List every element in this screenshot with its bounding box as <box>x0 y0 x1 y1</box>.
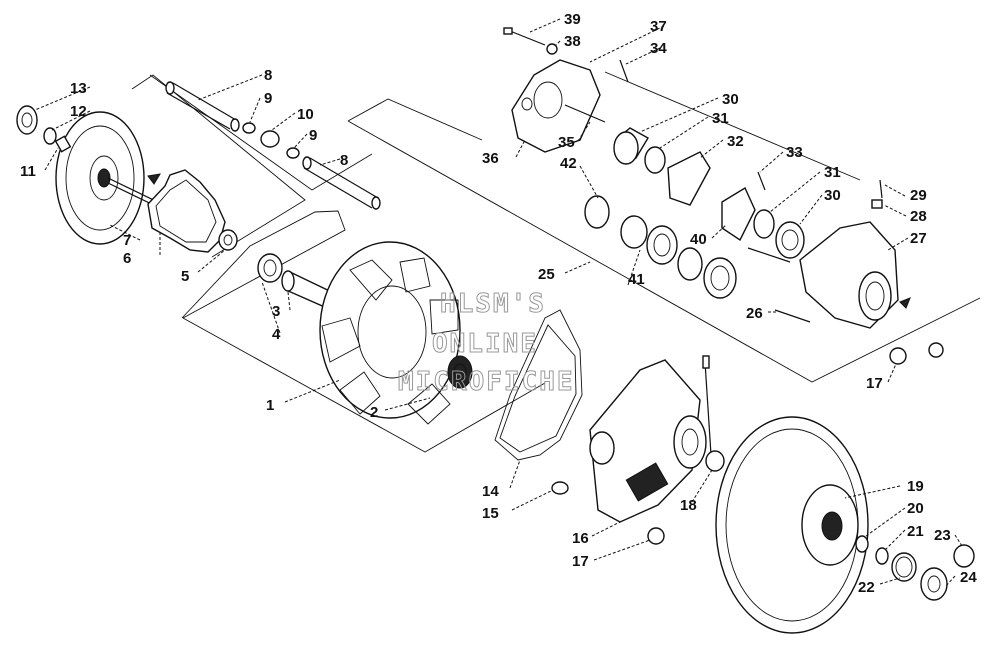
callout-31b: 31 <box>824 164 841 181</box>
bearing-30-upper <box>613 127 649 165</box>
callout-16: 16 <box>572 530 589 547</box>
spring-22 <box>891 552 917 582</box>
callout-40: 40 <box>690 231 707 248</box>
callout-33: 33 <box>786 144 803 161</box>
bearing-30-lower <box>775 221 805 259</box>
callout-4: 4 <box>272 326 281 343</box>
callout-6: 6 <box>123 250 131 267</box>
callout-37: 37 <box>650 18 667 35</box>
watermark-line-3: MICROFICHE <box>398 367 575 397</box>
ring-31-upper <box>644 146 666 174</box>
nut-5 <box>218 229 238 251</box>
bolt-11 <box>54 135 72 153</box>
callout-22: 22 <box>858 579 875 596</box>
cap-24 <box>920 567 948 601</box>
ring-31-lower <box>753 209 775 239</box>
callout-3: 3 <box>272 303 280 320</box>
callout-17b: 17 <box>866 375 883 392</box>
nut-17-lower <box>647 527 665 545</box>
bearing-41-set <box>620 215 737 299</box>
fitting-28 <box>871 199 883 209</box>
snap-ring-42 <box>584 195 610 229</box>
callout-14: 14 <box>482 483 499 500</box>
cap-13 <box>16 105 38 135</box>
o-ring-18 <box>705 450 725 472</box>
callout-13: 13 <box>70 80 87 97</box>
callout-17a: 17 <box>572 553 589 570</box>
callout-39: 39 <box>564 11 581 28</box>
roller-10 <box>260 130 280 148</box>
callout-25: 25 <box>538 266 555 283</box>
callout-1: 1 <box>266 397 274 414</box>
driven-sheave-19 <box>715 416 869 634</box>
callout-10: 10 <box>297 106 314 123</box>
callout-30b: 30 <box>824 187 841 204</box>
washer-12 <box>43 127 57 145</box>
washer-20 <box>855 535 869 553</box>
callout-35: 35 <box>558 134 575 151</box>
watermark-line-2: ONLINE <box>432 329 538 359</box>
pin-35 <box>564 104 606 123</box>
pin-34 <box>619 59 629 83</box>
brake-caliper-36 <box>511 59 601 153</box>
callout-labels: 1 2 3 4 5 6 7 8 8 9 9 10 11 12 13 14 15 … <box>20 11 977 596</box>
callout-8a: 8 <box>264 67 272 84</box>
callout-12: 12 <box>70 103 87 120</box>
callout-19: 19 <box>907 478 924 495</box>
bearing-housing-27 <box>799 221 911 329</box>
pin-8-lower <box>302 156 381 210</box>
bolt-26 <box>747 247 811 323</box>
plug-23 <box>953 544 975 568</box>
callout-9b: 9 <box>309 127 317 144</box>
callout-27: 27 <box>910 230 927 247</box>
callout-28: 28 <box>910 208 927 225</box>
cover-gasket-14 <box>494 309 583 461</box>
callout-15: 15 <box>482 505 499 522</box>
callout-24: 24 <box>960 569 977 586</box>
callout-2: 2 <box>370 404 378 421</box>
assembly-outline-driven <box>347 71 981 383</box>
washer-9-upper <box>242 122 256 134</box>
leader-lines <box>34 18 963 587</box>
callout-11: 11 <box>20 163 36 180</box>
bracket-40 <box>721 186 756 242</box>
callout-20: 20 <box>907 500 924 517</box>
screw-29 <box>879 179 883 199</box>
callout-21: 21 <box>907 523 924 540</box>
brake-pad-32 <box>667 151 711 206</box>
callout-23: 23 <box>934 527 951 544</box>
fan-sheave-2 <box>319 241 473 425</box>
callout-31a: 31 <box>712 110 729 127</box>
bolt-39 <box>503 27 546 46</box>
callout-9a: 9 <box>264 90 272 107</box>
watermark-line-1: HLSM'S <box>440 289 546 319</box>
callout-34: 34 <box>650 40 667 57</box>
callout-18: 18 <box>680 497 697 514</box>
watermark: HLSM'S ONLINE MICROFICHE <box>398 289 575 398</box>
callout-7: 7 <box>123 232 131 249</box>
callout-41: 41 <box>628 271 645 288</box>
callout-36: 36 <box>482 150 499 167</box>
washer-38 <box>546 43 558 55</box>
bushing-21 <box>875 547 889 565</box>
bolt-15 <box>551 481 569 495</box>
callout-29: 29 <box>910 187 927 204</box>
callout-5: 5 <box>181 268 189 285</box>
seal-4 <box>257 253 283 283</box>
washer-9-lower <box>286 147 300 159</box>
pin-33 <box>757 171 766 191</box>
callout-38: 38 <box>564 33 581 50</box>
callout-32: 32 <box>727 133 744 150</box>
callout-42: 42 <box>560 155 577 172</box>
drive-clutch-gasket <box>147 169 226 253</box>
callout-26: 26 <box>746 305 763 322</box>
nut-17-upper <box>889 342 944 365</box>
assembly-outline-clutch <box>131 74 546 453</box>
callout-30a: 30 <box>722 91 739 108</box>
pin-8-upper <box>165 81 240 132</box>
callout-8b: 8 <box>340 152 348 169</box>
